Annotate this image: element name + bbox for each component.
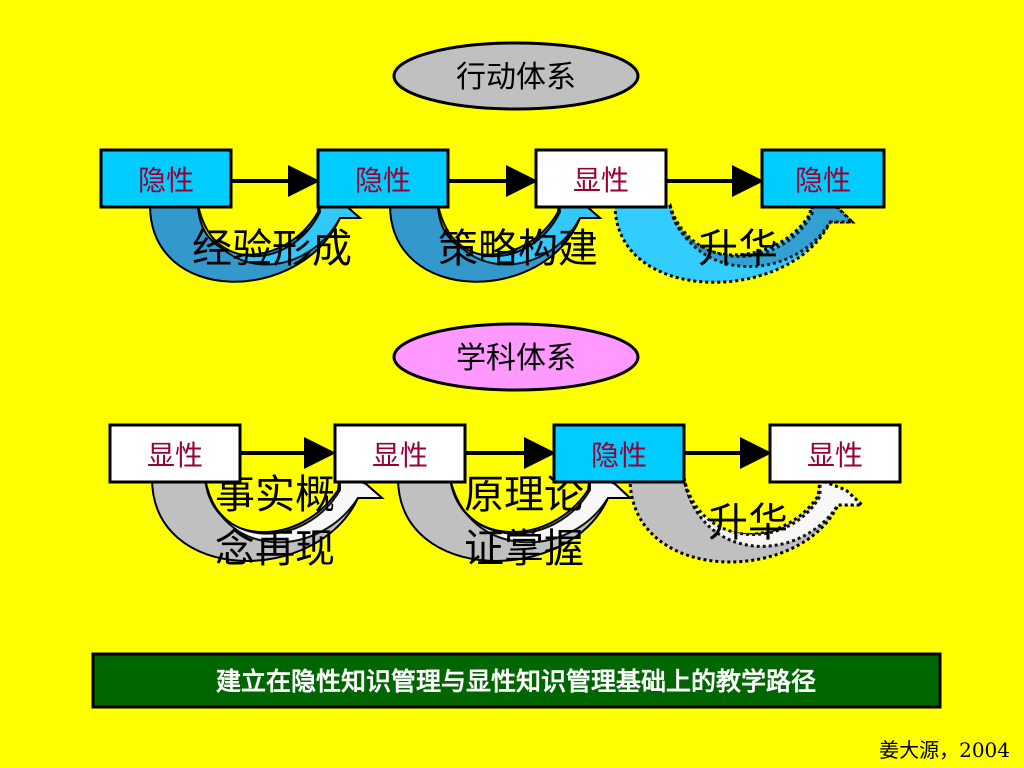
subject-arc-label-3: 升华 (708, 500, 788, 546)
action-arc-label-3: 升华 (698, 226, 778, 272)
subject-arc-2 (396, 472, 633, 562)
subject-box-2: 显性 (333, 423, 467, 484)
subject-system: 学科体系 事实概 念再现 原理论 证掌握 升华 显性 (108, 322, 902, 572)
subject-arc-label-1-line-2: 念再现 (215, 526, 335, 572)
subject-system-title: 学科体系 (456, 341, 576, 376)
action-box-4-label: 隐性 (795, 164, 851, 197)
subject-box-4-label: 显性 (807, 439, 863, 472)
bottom-banner: 建立在隐性知识管理与显性知识管理基础上的教学路径 (91, 652, 942, 709)
subject-box-3: 隐性 (552, 423, 686, 484)
subject-box-3-label: 隐性 (591, 439, 647, 472)
action-box-2: 隐性 (316, 148, 450, 209)
subject-box-1: 显性 (108, 423, 242, 484)
action-arc-1 (148, 193, 363, 283)
action-arc-label-2: 策略构建 (438, 226, 598, 272)
action-arc-label-1: 经验形成 (192, 226, 352, 272)
subject-arc-label-2-line-2: 证掌握 (464, 526, 584, 572)
action-box-3-label: 显性 (573, 164, 629, 197)
action-arc-2 (388, 193, 603, 283)
subject-box-1-label: 显性 (147, 439, 203, 472)
action-system-title: 行动体系 (456, 60, 576, 95)
subject-box-4: 显性 (768, 423, 902, 484)
action-system-title-oval: 行动体系 (392, 41, 640, 111)
subject-system-title-oval: 学科体系 (392, 322, 640, 392)
action-box-3: 显性 (534, 148, 668, 209)
action-box-1-label: 隐性 (138, 164, 194, 197)
subject-box-2-label: 显性 (372, 439, 428, 472)
action-box-4: 隐性 (760, 148, 886, 209)
author-credit: 姜大源，2004 (879, 738, 1010, 762)
subject-arc-3 (628, 476, 866, 564)
banner-text: 建立在隐性知识管理与显性知识管理基础上的教学路径 (216, 667, 816, 696)
action-arc-3 (613, 195, 856, 284)
action-box-1: 隐性 (99, 148, 233, 209)
action-box-2-label: 隐性 (355, 164, 411, 197)
action-system: 行动体系 经验形成 策略构建 升华 隐性 隐性 (99, 41, 886, 284)
subject-arc-1 (150, 472, 385, 562)
